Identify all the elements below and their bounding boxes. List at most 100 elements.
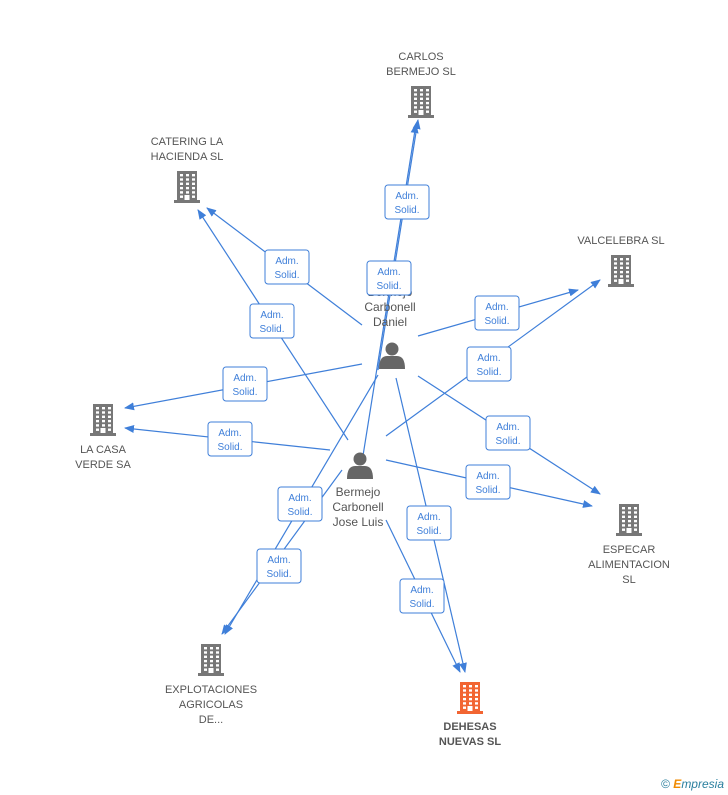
building-icon: [198, 644, 224, 676]
edge-label-joseluis-explotaciones[interactable]: Adm. Solid.: [256, 548, 302, 584]
edge-label-text: Solid.: [287, 507, 312, 518]
company-label: NUEVAS SL: [439, 736, 501, 748]
edge-label-text: Adm.: [275, 256, 298, 267]
edge-label-text: Solid.: [259, 324, 284, 335]
company-label: HACIENDA SL: [151, 151, 224, 163]
edge-label-box: [207, 421, 253, 457]
company-label: ALIMENTACION: [588, 559, 670, 571]
company-label: DEHESAS: [443, 721, 496, 733]
edge-label-box: [264, 249, 310, 285]
company-node-valcelebra[interactable]: VALCELEBRA SL: [577, 235, 665, 287]
brand-initial: E: [673, 777, 682, 791]
edge-label-text: Adm.: [267, 555, 290, 566]
edge-label-box: [366, 260, 412, 296]
edge-label-joseluis-catering[interactable]: Adm. Solid.: [249, 303, 295, 339]
edge-label-daniel-lacasa[interactable]: Adm. Solid.: [222, 366, 268, 402]
edge-line-daniel-carlos: [377, 119, 421, 371]
edge-label-text: Adm.: [477, 353, 500, 364]
edge-label-box: [384, 184, 430, 220]
edge-label-daniel-especar[interactable]: Adm. Solid.: [485, 415, 531, 451]
edge-label-text: Adm.: [288, 493, 311, 504]
edge-label-box: [465, 464, 511, 500]
person-label: Jose Luis: [333, 515, 384, 529]
company-node-lacasa[interactable]: LA CASA VERDE SA: [75, 404, 131, 471]
edge-label-text: Solid.: [416, 526, 441, 537]
company-label: DE...: [199, 714, 223, 726]
edge-label-text: Adm.: [260, 310, 283, 321]
company-label: AGRICOLAS: [179, 699, 243, 711]
edge-label-text: Solid.: [495, 436, 520, 447]
building-icon: [90, 404, 116, 436]
edge-label-text: Solid.: [394, 205, 419, 216]
company-node-dehesas[interactable]: DEHESAS NUEVAS SL: [439, 682, 501, 748]
company-label: VALCELEBRA SL: [577, 235, 664, 247]
edge-label-box: [222, 366, 268, 402]
company-label: CATERING LA: [151, 136, 224, 148]
edge-label-daniel-dehesas[interactable]: Adm. Solid.: [406, 505, 452, 541]
edge-label-joseluis-dehesas[interactable]: Adm. Solid.: [399, 578, 445, 614]
building-icon: [174, 171, 200, 203]
building-icon: [457, 682, 483, 714]
edge-label-box: [466, 346, 512, 382]
edge-label-text: Solid.: [409, 599, 434, 610]
person-label: Carbonell: [364, 300, 415, 314]
person-icon: [347, 452, 373, 479]
company-label: SL: [622, 574, 635, 586]
edge-label-box: [474, 295, 520, 331]
edge-label-daniel-valcelebra[interactable]: Adm. Solid.: [474, 295, 520, 331]
company-label: LA CASA: [80, 444, 127, 456]
edge-label-daniel-catering[interactable]: Adm. Solid.: [264, 249, 310, 285]
person-icon: [379, 342, 405, 369]
edge-label-box: [399, 578, 445, 614]
building-icon: [408, 86, 434, 118]
edge-label-daniel-carlos[interactable]: Adm. Solid.: [384, 184, 430, 220]
company-label: CARLOS: [398, 51, 443, 63]
person-label: Bermejo: [336, 485, 381, 499]
edge-label-joseluis-carlos[interactable]: Adm.Solid.: [366, 260, 412, 296]
edge-labels-layer: Adm. Solid. Adm. Solid. Adm. Solid. Adm. Solid.…: [207, 184, 531, 614]
company-node-carlos[interactable]: CARLOS BERMEJO SL: [386, 51, 456, 118]
edge-label-text: Adm.: [410, 585, 433, 596]
edge-label-box: [256, 548, 302, 584]
company-label: BERMEJO SL: [386, 66, 456, 78]
edge-label-text: Solid.: [484, 316, 509, 327]
footer-brand[interactable]: © Empresia: [661, 777, 724, 791]
edge-label-box: [406, 505, 452, 541]
company-label: ESPECAR: [603, 544, 656, 556]
person-node-daniel[interactable]: BermejoCarbonellDaniel: [364, 285, 416, 369]
edge-label-joseluis-lacasa[interactable]: Adm. Solid.: [207, 421, 253, 457]
building-icon: [616, 504, 642, 536]
company-node-especar[interactable]: ESPECAR ALIMENTACION SL: [588, 504, 670, 586]
edge-label-text: Solid.: [266, 569, 291, 580]
edge-label-text: Solid.: [232, 387, 257, 398]
building-icon: [608, 255, 634, 287]
edge-label-text: Solid.: [476, 367, 501, 378]
edge-label-text: Adm.: [417, 512, 440, 523]
edge-label-daniel-explotaciones[interactable]: Adm. Solid.: [277, 486, 323, 522]
edge-label-text: Adm.: [218, 428, 241, 439]
edge-label-box: [485, 415, 531, 451]
brand-name: mpresia: [681, 777, 724, 791]
edge-label-text: Solid.: [274, 270, 299, 281]
company-label: EXPLOTACIONES: [165, 684, 257, 696]
person-label: Carbonell: [332, 500, 383, 514]
edge-label-text: Solid.: [376, 281, 401, 292]
edge-label-text: Solid.: [475, 485, 500, 496]
edge-label-text: Adm.: [485, 302, 508, 313]
company-node-explotaciones[interactable]: EXPLOTACIONES AGRICOLAS DE...: [165, 644, 257, 726]
edge-label-text: Solid.: [217, 442, 242, 453]
edge-label-text: Adm.: [496, 422, 519, 433]
person-label: Daniel: [373, 315, 407, 329]
edge-label-text: Adm.: [476, 471, 499, 482]
edge-label-box: [277, 486, 323, 522]
edge-label-joseluis-valcelebra[interactable]: Adm. Solid.: [466, 346, 512, 382]
edge-label-joseluis-especar[interactable]: Adm. Solid.: [465, 464, 511, 500]
company-label: VERDE SA: [75, 459, 131, 471]
edge-label-text: Adm.: [233, 373, 256, 384]
edge-label-box: [249, 303, 295, 339]
edge-label-text: Adm.: [395, 191, 418, 202]
company-node-catering[interactable]: CATERING LA HACIENDA SL: [151, 136, 224, 203]
copyright-symbol: ©: [661, 777, 670, 791]
